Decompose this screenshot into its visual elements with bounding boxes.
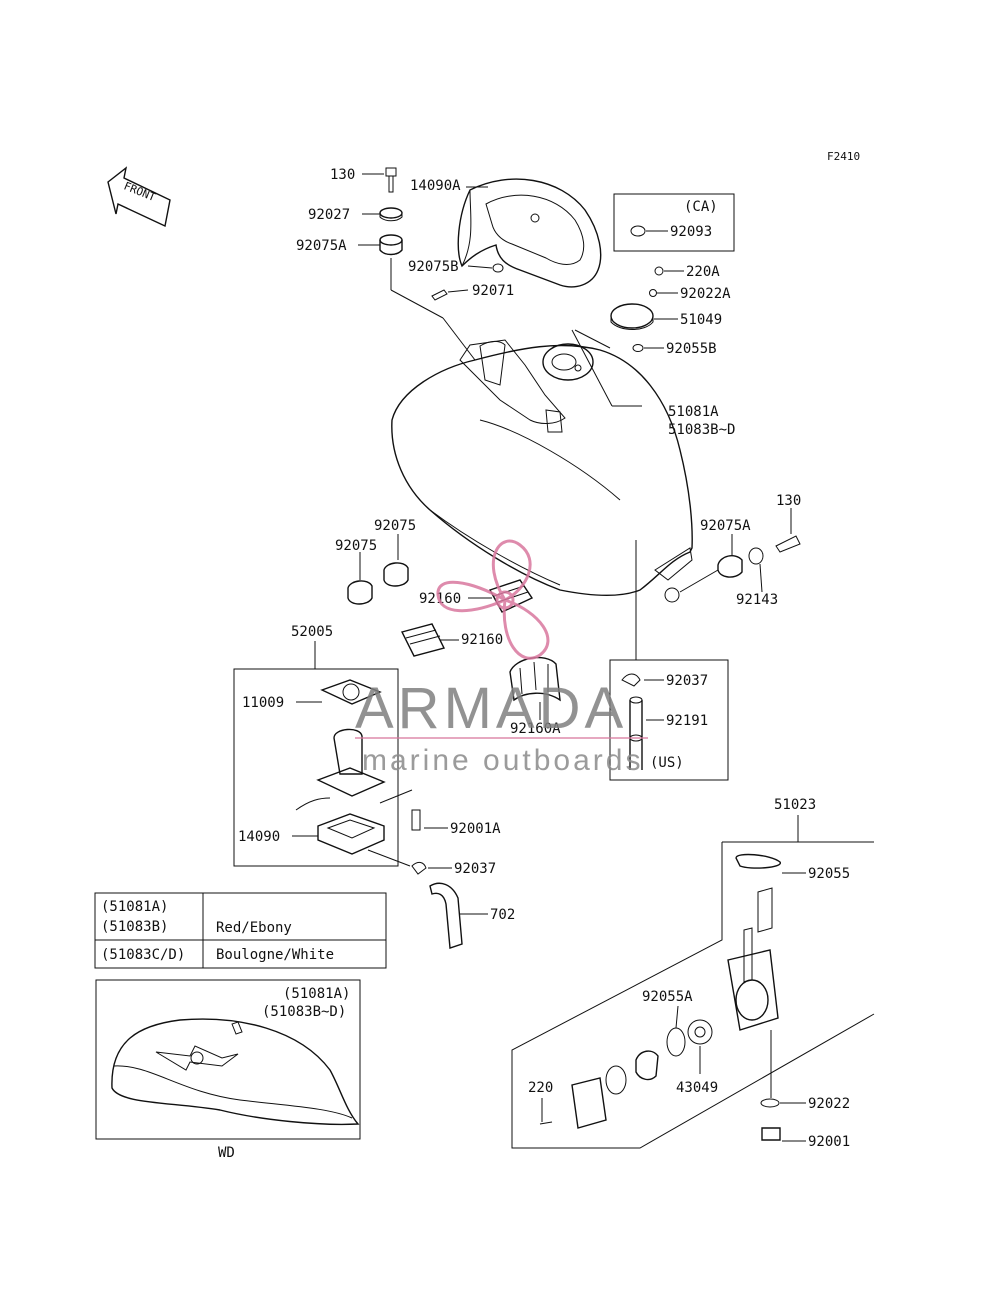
us-box [609,659,729,781]
label-92022A: 92022A [680,286,731,302]
ca-box [613,193,735,252]
label-92075-lower: 92075 [335,538,377,554]
figure-code: F2410 [827,150,860,163]
color-table [94,892,387,969]
label-92160-lower: 92160 [461,632,503,648]
fuel-petcock [539,853,781,1141]
watermark: ARMADA marine outboards [355,539,648,777]
table-row2-color: Boulogne/White [216,947,334,963]
label-92191: 92191 [666,713,708,729]
label-52005: 52005 [291,624,333,640]
inset-frame [95,979,361,1140]
label-51083BD: 51083B~D [668,422,735,438]
label-14090: 14090 [238,829,280,845]
fuel-tank [391,339,693,603]
label-92055B: 92055B [666,341,717,357]
label-220A: 220A [686,264,720,280]
label-92001A: 92001A [450,821,501,837]
label-220: 220 [528,1080,553,1096]
inset-code-a: (51081A) [283,986,350,1002]
label-92075A-right: 92075A [700,518,751,534]
label-92075-upper: 92075 [374,518,416,534]
label-130-top: 130 [330,167,355,183]
label-130-right: 130 [776,493,801,509]
label-us-note: (US) [650,755,684,771]
meter-cover [457,178,602,288]
label-92055: 92055 [808,866,850,882]
front-label: FRONT [122,180,158,205]
table-row1-code-b: (51083B) [101,919,168,935]
screw-220A [654,266,664,276]
label-51049: 51049 [680,312,722,328]
front-arrow-icon: FRONT [107,166,171,228]
fuel-pump [295,679,421,855]
inset-caption: WD [218,1145,235,1161]
label-92037-low: 92037 [454,861,496,877]
label-92001: 92001 [808,1134,850,1150]
cap-51049 [610,303,654,329]
label-92027: 92027 [308,207,350,223]
label-92093: 92093 [670,224,712,240]
label-92143: 92143 [736,592,778,608]
label-92037-us: 92037 [666,673,708,689]
label-51023: 51023 [774,797,816,813]
dampers-92075 [347,562,409,605]
nut-92093 [630,225,646,237]
rear-mount-stack [717,535,801,578]
label-92075B: 92075B [408,259,459,275]
label-92071: 92071 [472,283,514,299]
label-43049: 43049 [676,1080,718,1096]
watermark-tagline: marine outboards [362,744,643,777]
propeller-logo-icon [436,539,550,660]
label-ca-note: (CA) [684,199,718,215]
inset-code-b: (51083B~D) [262,1004,346,1020]
tank-side-view [111,1018,360,1126]
label-92160A: 92160A [510,721,561,737]
label-92055A: 92055A [642,989,693,1005]
label-14090A: 14090A [410,178,461,194]
label-702: 702 [490,907,515,923]
table-row2-code: (51083C/D) [101,947,185,963]
label-11009: 11009 [242,695,284,711]
label-51081A: 51081A [668,404,719,420]
table-row1-color: Red/Ebony [216,920,292,936]
label-92075A-top: 92075A [296,238,347,254]
table-row1-code-a: (51081A) [101,899,168,915]
label-92022: 92022 [808,1096,850,1112]
pump-box [233,668,399,867]
watermark-brand: ARMADA [355,676,627,741]
mount-bolt-stack [379,167,444,319]
